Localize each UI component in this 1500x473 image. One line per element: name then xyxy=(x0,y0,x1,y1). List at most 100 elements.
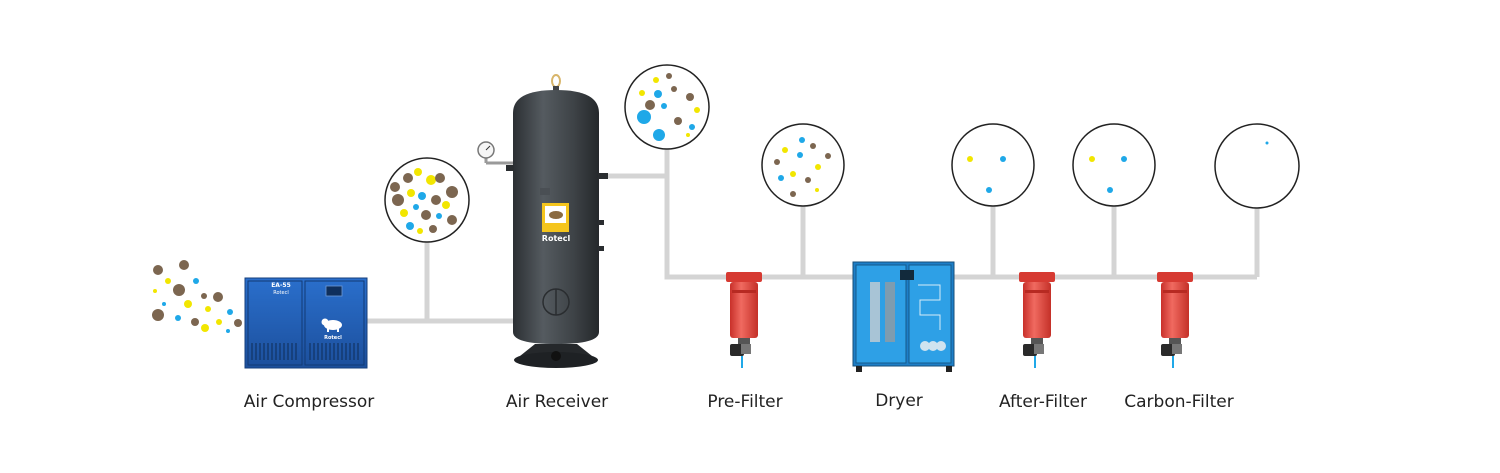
particle xyxy=(152,309,164,321)
particle xyxy=(686,133,690,137)
compressor-logo-text: Rotecl xyxy=(324,335,342,341)
particle xyxy=(805,177,811,183)
after-filter-icon xyxy=(1019,272,1055,368)
particle xyxy=(689,124,695,130)
particle xyxy=(201,324,209,332)
particle xyxy=(797,152,803,158)
particle xyxy=(666,73,672,79)
particle xyxy=(815,188,819,192)
carbon-filter-icon xyxy=(1157,272,1193,368)
particle xyxy=(162,302,166,306)
particle xyxy=(175,315,181,321)
particle xyxy=(153,289,157,293)
particle xyxy=(191,318,199,326)
particle xyxy=(1089,156,1095,162)
particle xyxy=(173,284,185,296)
particle xyxy=(436,213,442,219)
receiver-brand-text: Rotecl xyxy=(542,234,571,243)
bear-logo-icon xyxy=(321,318,342,332)
particle xyxy=(227,309,233,315)
particle xyxy=(1107,187,1113,193)
receiver-brand-plate xyxy=(540,188,569,232)
compressor-brand-badge: Rotecl xyxy=(273,290,288,296)
label-air-receiver: Air Receiver xyxy=(505,392,609,412)
contaminant-circle-3 xyxy=(761,123,845,207)
particle xyxy=(390,182,400,192)
particle xyxy=(435,173,445,183)
particle xyxy=(426,175,436,185)
compressor-control-panel xyxy=(325,285,343,297)
particle xyxy=(226,329,230,333)
particle xyxy=(639,90,645,96)
contaminant-circle-6 xyxy=(1214,123,1300,209)
particle xyxy=(406,222,414,230)
refrigerated-dryer-icon xyxy=(852,261,955,372)
particle xyxy=(1000,156,1006,162)
particle xyxy=(417,228,423,234)
particle xyxy=(442,201,450,209)
particle xyxy=(674,117,682,125)
particle xyxy=(654,90,662,98)
particle xyxy=(234,319,242,327)
particle xyxy=(790,191,796,197)
particle xyxy=(986,187,992,193)
particle xyxy=(694,107,700,113)
particle xyxy=(216,319,222,325)
particle xyxy=(205,306,211,312)
particle xyxy=(213,292,223,302)
particle xyxy=(447,215,457,225)
contaminant-circle-1 xyxy=(384,157,470,243)
particle xyxy=(153,265,163,275)
pipe-receiver-outlet xyxy=(605,173,1257,280)
intake-particles xyxy=(152,260,242,333)
label-carbon-filter: Carbon-Filter xyxy=(1124,392,1234,412)
particle xyxy=(403,173,413,183)
air-compressor-icon: EA-55 Rotecl Rotecl xyxy=(244,277,368,369)
particle xyxy=(825,153,831,159)
particle xyxy=(782,147,788,153)
particle xyxy=(637,110,651,124)
label-pre-filter: Pre-Filter xyxy=(707,392,783,412)
particle xyxy=(686,93,694,101)
compressor-model-badge: EA-55 xyxy=(271,282,291,289)
particle xyxy=(653,77,659,83)
pipe-network xyxy=(365,148,1260,324)
particle xyxy=(414,168,422,176)
particle xyxy=(645,100,655,110)
particle xyxy=(446,186,458,198)
particle xyxy=(671,86,677,92)
particle xyxy=(1265,141,1269,145)
particle xyxy=(392,194,404,206)
particle xyxy=(413,204,419,210)
particle xyxy=(418,192,426,200)
particle xyxy=(653,129,665,141)
particle xyxy=(421,210,431,220)
label-after-filter: After-Filter xyxy=(999,392,1087,412)
contaminant-circle-4 xyxy=(951,123,1035,207)
particle xyxy=(179,260,189,270)
particle xyxy=(429,225,437,233)
pre-filter-icon xyxy=(726,272,762,368)
particle xyxy=(778,175,784,181)
particle xyxy=(967,156,973,162)
label-air-compressor: Air Compressor xyxy=(243,392,375,412)
contaminant-circle-5 xyxy=(1072,123,1156,207)
air-receiver-tank-icon: Rotecl xyxy=(477,74,608,368)
particle xyxy=(193,278,199,284)
contaminant-circle-2 xyxy=(624,64,710,150)
label-dryer: Dryer xyxy=(875,391,923,411)
particle xyxy=(799,137,805,143)
particle xyxy=(431,195,441,205)
particle xyxy=(165,278,171,284)
particle xyxy=(774,159,780,165)
particle xyxy=(790,171,796,177)
pressure-gauge-icon xyxy=(477,141,513,165)
particle xyxy=(810,143,816,149)
particle xyxy=(400,209,408,217)
particle xyxy=(201,293,207,299)
particle xyxy=(661,103,667,109)
particle xyxy=(815,164,821,170)
particle xyxy=(1121,156,1127,162)
particle xyxy=(184,300,192,308)
